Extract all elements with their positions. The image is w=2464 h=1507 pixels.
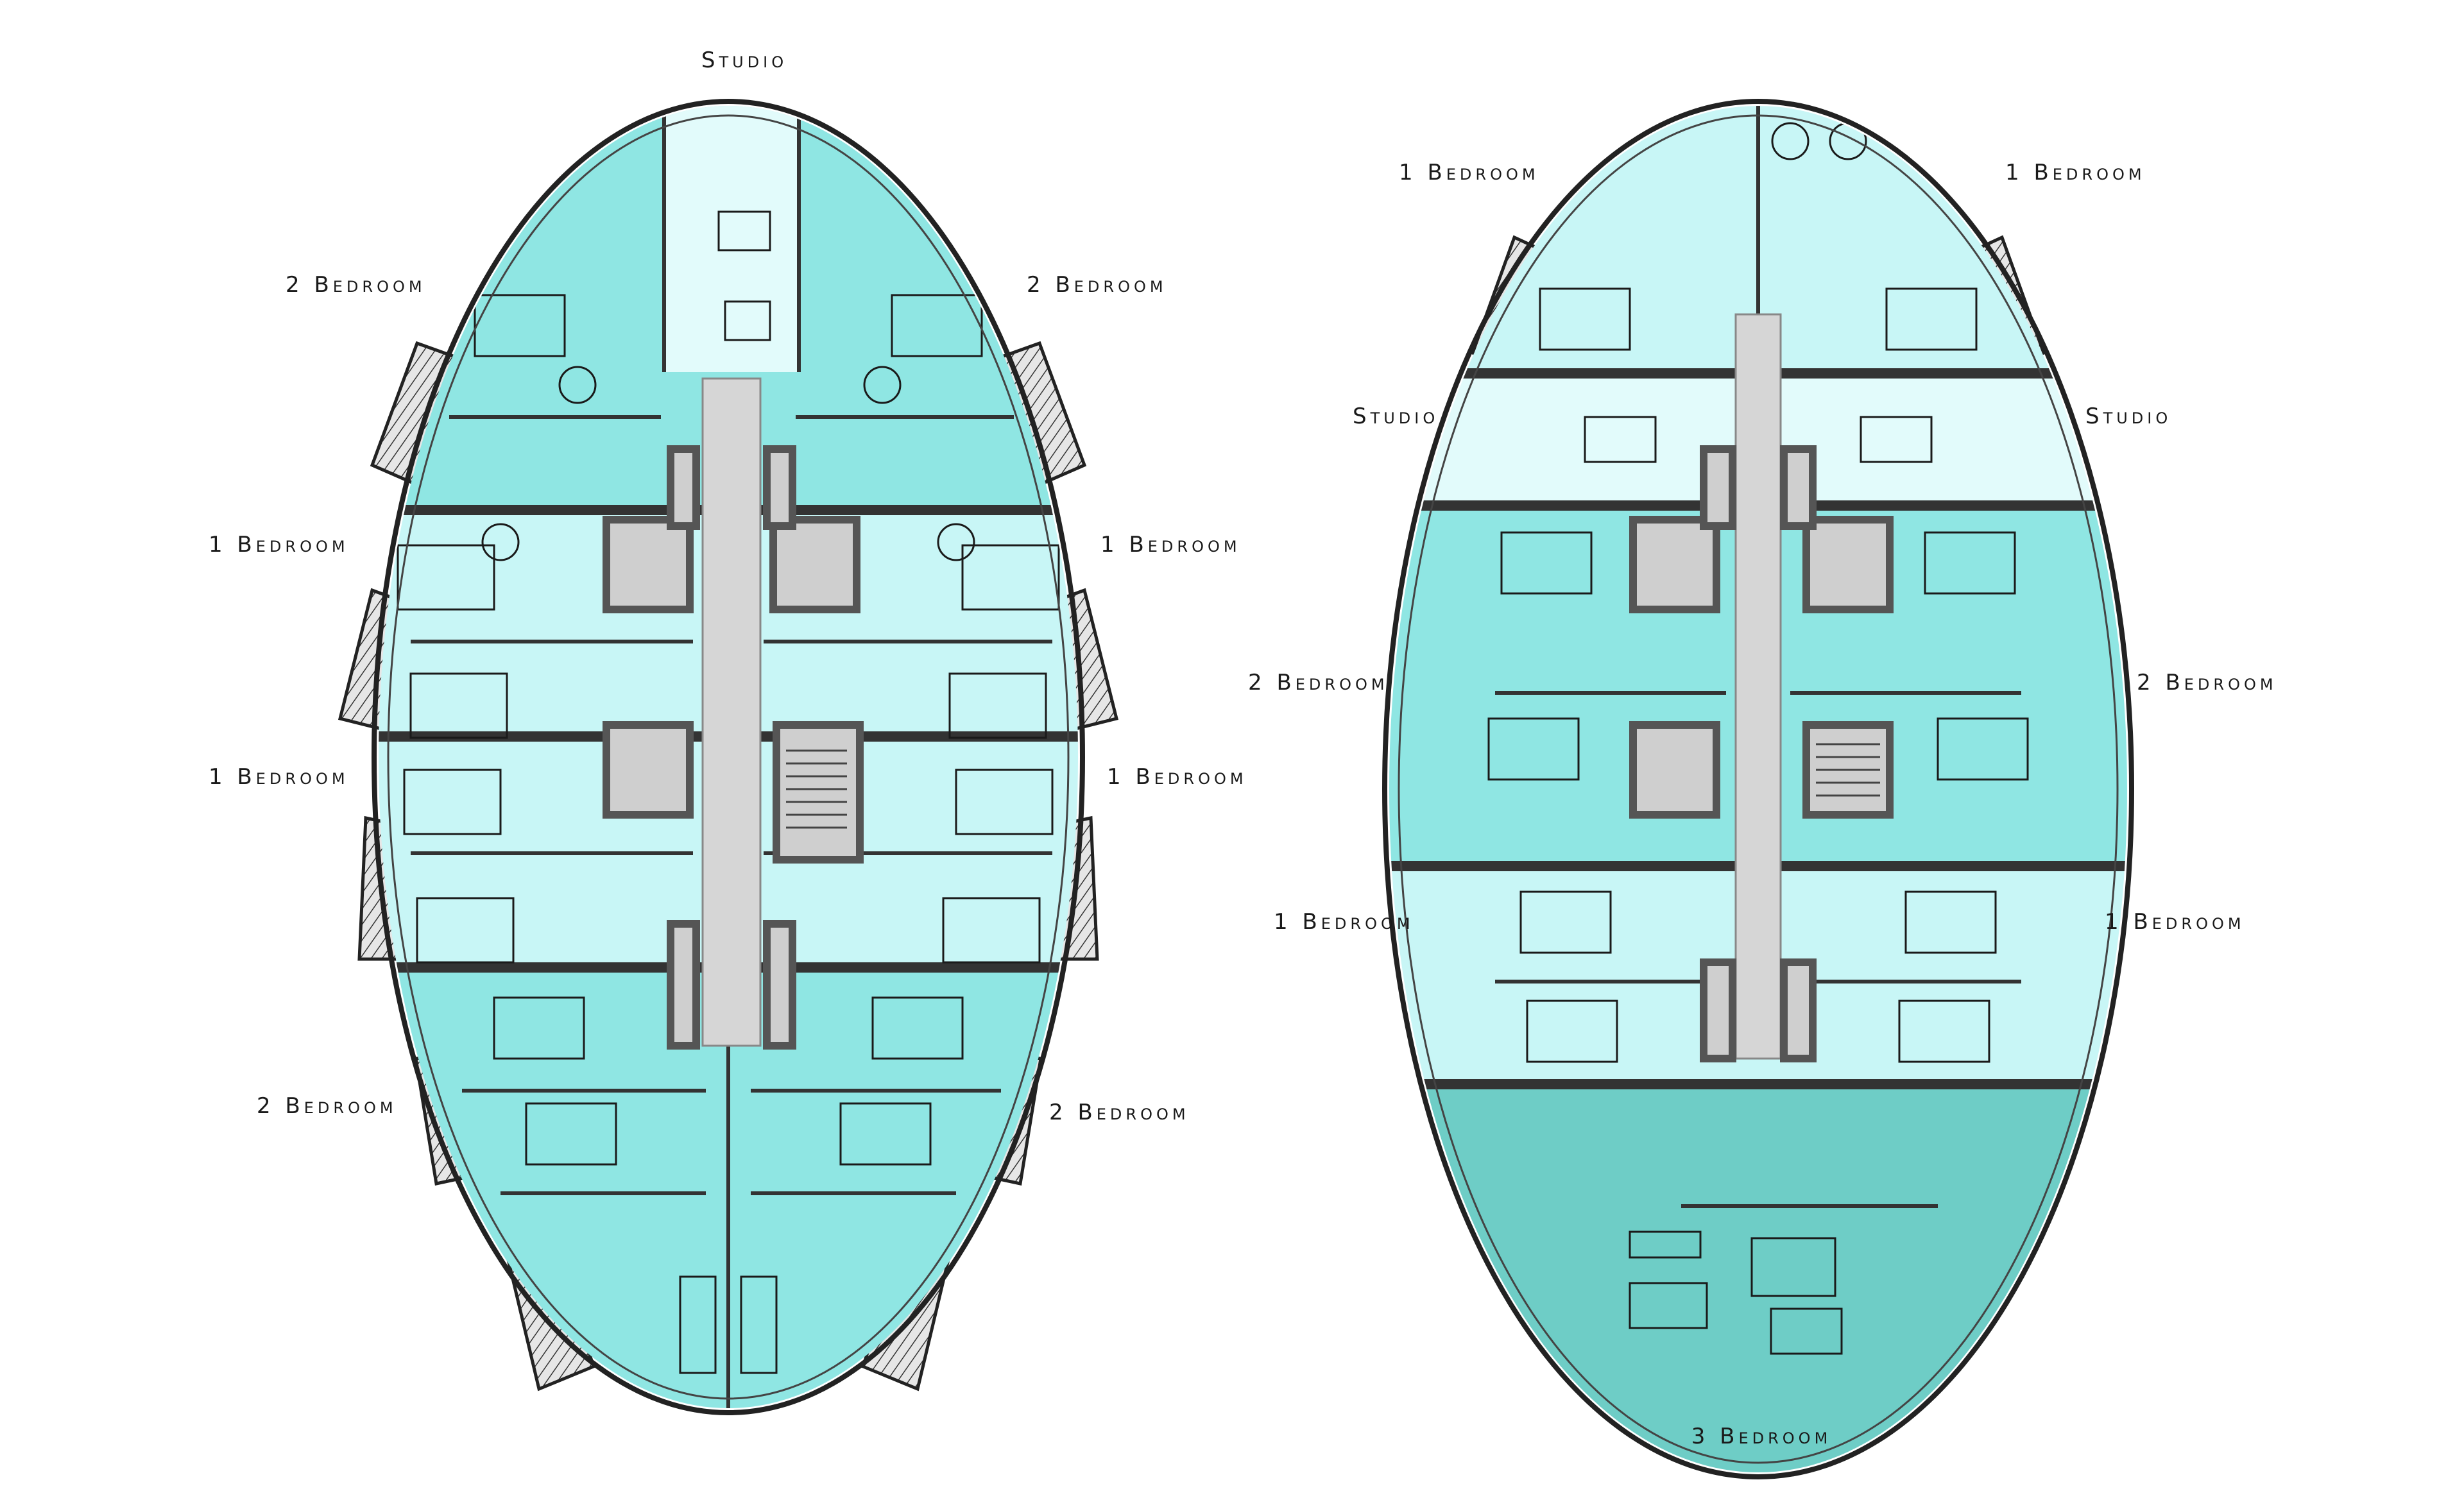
label-3bed-bottom: 3 Bedroom — [1691, 1424, 1832, 1449]
label-1bed-lower-left: 1 Bedroom — [209, 764, 349, 790]
label-1bed-upper-right: 1 Bedroom — [1100, 532, 1241, 558]
label-1bed-mid-right: 1 Bedroom — [2105, 909, 2245, 935]
label-1bed-top-right: 1 Bedroom — [2005, 160, 2146, 185]
label-studio-left: Studio — [1353, 404, 1439, 429]
label-2bed-right: 2 Bedroom — [2137, 670, 2277, 695]
label-studio-top: Studio — [701, 47, 787, 73]
label-2bed-top-left: 2 Bedroom — [286, 272, 426, 298]
label-1bed-lower-right: 1 Bedroom — [1107, 764, 1247, 790]
core-right — [1629, 313, 1894, 1062]
label-2bed-left: 2 Bedroom — [1248, 670, 1389, 695]
plan-right — [1382, 99, 2134, 1479]
label-1bed-upper-left: 1 Bedroom — [209, 532, 349, 558]
label-2bed-bottom-left: 2 Bedroom — [257, 1093, 397, 1119]
label-2bed-top-right: 2 Bedroom — [1027, 272, 1167, 298]
label-2bed-bottom-right: 2 Bedroom — [1049, 1100, 1190, 1125]
label-1bed-mid-left: 1 Bedroom — [1274, 909, 1414, 935]
label-studio-right: Studio — [2085, 404, 2171, 429]
unit-labels-left: Studio 2 Bedroom 2 Bedroom 1 Bedroom 1 B… — [209, 47, 1247, 1125]
unit-labels-right: 1 Bedroom 1 Bedroom Studio Studio 2 Bedr… — [1248, 160, 2277, 1449]
label-1bed-top-left: 1 Bedroom — [1399, 160, 1539, 185]
plan-left — [338, 99, 1119, 1415]
core-left — [603, 377, 864, 1050]
